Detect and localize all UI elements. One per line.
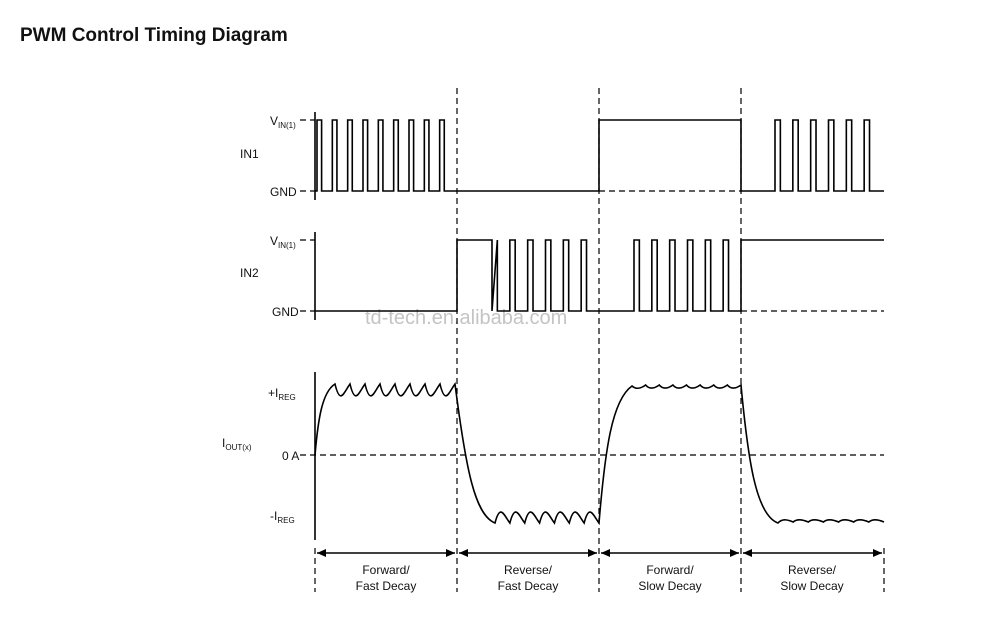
- phase-arrow-2-right-head: [588, 549, 597, 557]
- in1-high-label: VIN(1): [270, 114, 296, 130]
- in1-panel: VIN(1) IN1 GND: [240, 112, 884, 200]
- phase-1-line2: Fast Decay: [356, 579, 417, 593]
- phase-arrow-3-left-head: [601, 549, 610, 557]
- iout-pos-label: +IREG: [268, 386, 296, 402]
- phase-3-line2: Slow Decay: [638, 579, 701, 593]
- in2-waveform: [315, 239, 884, 312]
- in2-high-label: VIN(1): [270, 234, 296, 250]
- phase-arrow-4-left-head: [743, 549, 752, 557]
- in2-name: IN2: [240, 266, 259, 280]
- phase-3-line1: Forward/: [646, 563, 694, 577]
- phase-arrow-1-left-head: [317, 549, 326, 557]
- phase-1-line1: Forward/: [362, 563, 410, 577]
- phase-arrow-3-right-head: [730, 549, 739, 557]
- iout-neg-label: -IREG: [270, 509, 295, 525]
- in1-name: IN1: [240, 147, 259, 161]
- iout-name: IOUT(x): [222, 436, 252, 452]
- iout-zero-label: 0 A: [282, 449, 299, 463]
- watermark: td-tech.en.alibaba.com: [365, 307, 567, 329]
- iout-waveform: [314, 381, 885, 526]
- in1-waveform: [315, 119, 884, 192]
- phase-2-line1: Reverse/: [504, 563, 553, 577]
- phase-arrows: [317, 549, 882, 557]
- in2-panel: VIN(1) IN2 GND: [240, 232, 884, 320]
- page-title: PWM Control Timing Diagram: [20, 25, 288, 46]
- phase-4-line2: Slow Decay: [780, 579, 843, 593]
- in2-low-label: GND: [272, 305, 299, 319]
- in1-low-label: GND: [270, 185, 297, 199]
- phase-labels: Forward/ Fast Decay Reverse/ Fast Decay …: [356, 563, 844, 593]
- phase-4-line1: Reverse/: [788, 563, 837, 577]
- phase-arrow-4-right-head: [873, 549, 882, 557]
- phase-arrow-1-right-head: [446, 549, 455, 557]
- phase-2-line2: Fast Decay: [498, 579, 559, 593]
- phase-arrow-2-left-head: [459, 549, 468, 557]
- iout-panel: +IREG IOUT(x) 0 A -IREG: [222, 372, 885, 540]
